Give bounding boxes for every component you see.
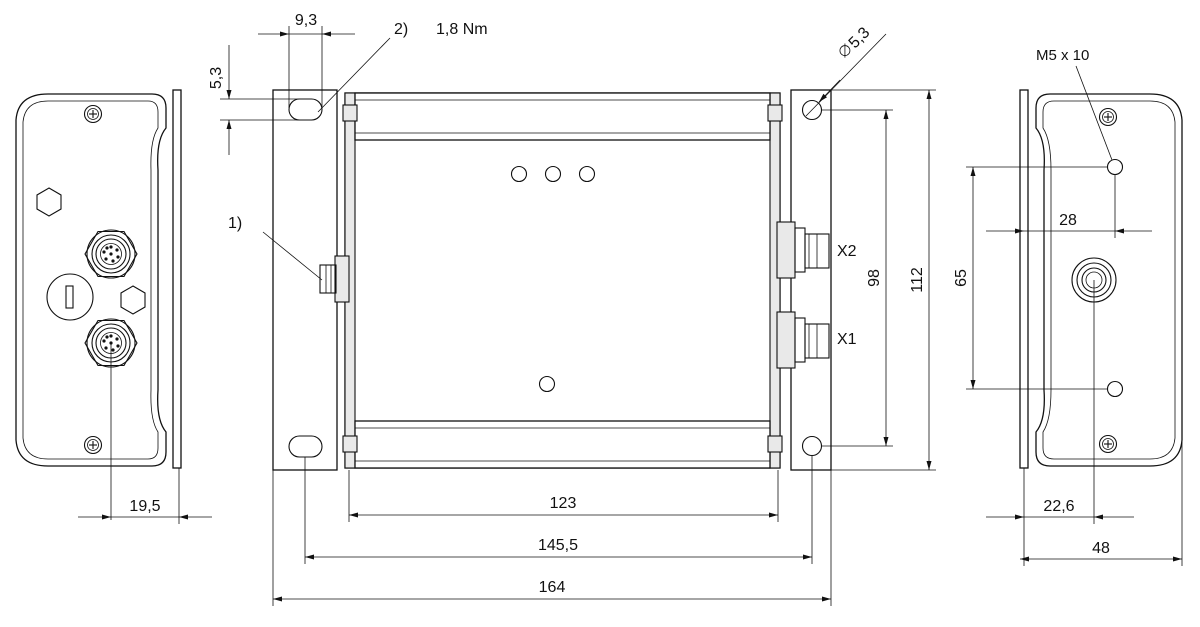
left-mounting-flange xyxy=(272,89,338,471)
cover-slot-icon xyxy=(65,285,74,309)
housing-bottom-rail xyxy=(354,420,771,469)
connector-x1-icon xyxy=(776,311,830,369)
dim-slot-width: 9,3 xyxy=(295,12,317,29)
connector-x2-icon xyxy=(776,221,830,279)
mount-screw-label: M5 x 10 xyxy=(1036,47,1089,64)
left-flange xyxy=(172,89,182,469)
round-cover-icon xyxy=(46,273,94,321)
connector-x2-label: X2 xyxy=(837,243,857,260)
left-end-plate xyxy=(15,93,167,467)
left-end-view: 19,5 xyxy=(15,89,212,524)
left-port-icon xyxy=(319,264,337,294)
right-end-view: M5 x 10 65 28 22,6 48 xyxy=(953,47,1183,566)
slot-hole-icon xyxy=(288,435,323,458)
hex-nut-icon xyxy=(36,187,62,217)
callout-note-2: 2) xyxy=(394,21,408,38)
torque-label: 1,8 Nm xyxy=(436,21,488,38)
dim-hole-spacing-vertical: 98 xyxy=(866,269,883,287)
led-icon xyxy=(544,165,562,183)
dim-hole-spacing-horizontal: 145,5 xyxy=(538,537,578,554)
callout-note-1: 1) xyxy=(228,215,242,232)
left-end-plate-inner xyxy=(22,100,159,460)
dim-left-offset: 19,5 xyxy=(129,498,160,515)
dim-right-offset: 22,6 xyxy=(1043,498,1074,515)
main-front-view: X2 X1 1) 2) 1,8 Nm 9,3 5,3 5,3 xyxy=(208,12,936,606)
right-mounting-flange xyxy=(790,89,832,471)
right-end-plate-inner xyxy=(1042,100,1176,460)
led-icon xyxy=(578,165,596,183)
dim-hole-diameter: 5,3 xyxy=(839,24,874,58)
slot-hole-icon xyxy=(288,98,323,121)
led-icon xyxy=(510,165,528,183)
right-flange xyxy=(1019,89,1029,469)
dim-rear-offset: 28 xyxy=(1059,212,1077,229)
svg-text:5,3: 5,3 xyxy=(846,24,874,52)
dim-rear-hole-spacing: 65 xyxy=(953,269,970,287)
dim-right-width: 48 xyxy=(1092,540,1110,557)
housing-top-rail xyxy=(354,92,771,141)
left-port-collar xyxy=(334,255,350,303)
dim-body-length: 123 xyxy=(550,495,577,512)
connector-x1-label: X1 xyxy=(837,331,857,348)
mount-hole-icon xyxy=(801,435,823,457)
housing xyxy=(344,92,781,469)
dim-slot-height: 5,3 xyxy=(208,67,225,89)
mount-hole-icon xyxy=(801,99,823,121)
hex-nut-icon xyxy=(120,285,146,315)
dim-total-length: 164 xyxy=(539,579,566,596)
dim-total-height: 112 xyxy=(909,267,926,293)
right-end-plate xyxy=(1035,93,1183,467)
led-icon xyxy=(538,375,556,393)
